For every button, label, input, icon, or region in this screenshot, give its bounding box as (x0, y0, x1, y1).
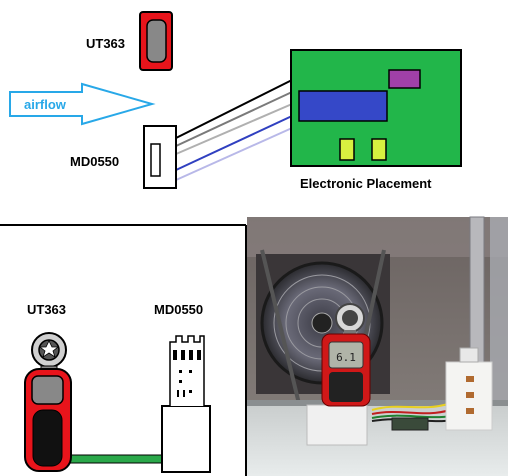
ut363-device-bottom (24, 332, 72, 472)
airflow-label: airflow (24, 97, 67, 112)
sensor-wires (175, 79, 293, 181)
wire-gray (175, 91, 293, 147)
wire-black (175, 79, 293, 139)
chip-purple (388, 69, 421, 89)
ut363-device-top (139, 11, 173, 71)
wire-light-blue (175, 127, 293, 181)
wire-blue (175, 115, 293, 171)
ut363-photo: 6.1 (306, 303, 371, 446)
meter-readout: 6.1 (336, 351, 356, 364)
chip-yellow-left (339, 138, 355, 161)
top-panel: UT363 airflow MD0550 Electronic (9, 11, 462, 191)
ut363-label-top: UT363 (86, 36, 125, 51)
placement-caption: Electronic Placement (300, 176, 432, 191)
md0550-sensor-bottom (161, 335, 211, 473)
airflow-arrow: airflow (9, 82, 156, 126)
display-module (298, 90, 388, 122)
md0550-photo (445, 347, 493, 431)
md0550-sensor-top (143, 125, 177, 189)
base-strip (67, 454, 163, 464)
chip-yellow-right (371, 138, 387, 161)
md0550-label-bottom: MD0550 (154, 302, 203, 317)
ut363-label-bottom: UT363 (27, 302, 66, 317)
photo-panel: 6.1 (247, 216, 508, 476)
md0550-label-top: MD0550 (70, 154, 119, 169)
electronic-board (290, 49, 462, 167)
wire-light-gray (175, 103, 293, 155)
bottom-left-panel: UT363 MD0550 (0, 224, 247, 476)
